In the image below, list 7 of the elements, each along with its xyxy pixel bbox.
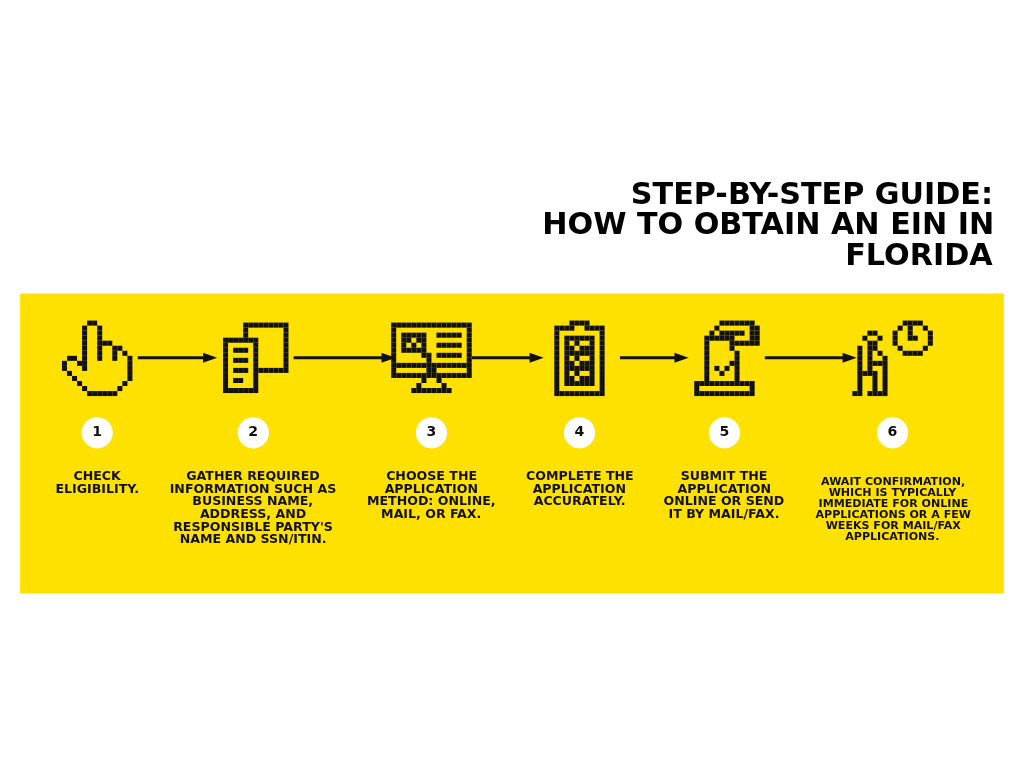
node-label: AWAIT CONFIRMATION, WHICH IS TYPICALLY IMMEDIATE FOR ONLINE APPLICATIONS OR A FEW WEEKS FOR MAIL/FAX APPLICATIONS.	[815, 474, 971, 544]
node-label: SUBMIT THE APPLICATION ONLINE OR SEND IT BY MAIL/FAX.	[663, 468, 785, 521]
node-label: GATHER REQUIRED INFORMATION SUCH AS BUSINESS NAME, ADDRESS, AND RESPONSIBLE PARTY'S NAME AND SSN/ITIN.	[169, 468, 337, 547]
node-label: CHOOSE THE APPLICATION METHOD: ONLINE, MAIL, OR FAX.	[367, 468, 496, 521]
node-label: CHECK ELIGIBILITY.	[55, 468, 140, 496]
node-label: COMPLETE THE APPLICATION ACCURATELY.	[526, 468, 634, 509]
diagram-title: STEP-BY-STEP GUIDE: HOW TO OBTAIN AN EIN IN FLORIDA	[542, 176, 995, 272]
